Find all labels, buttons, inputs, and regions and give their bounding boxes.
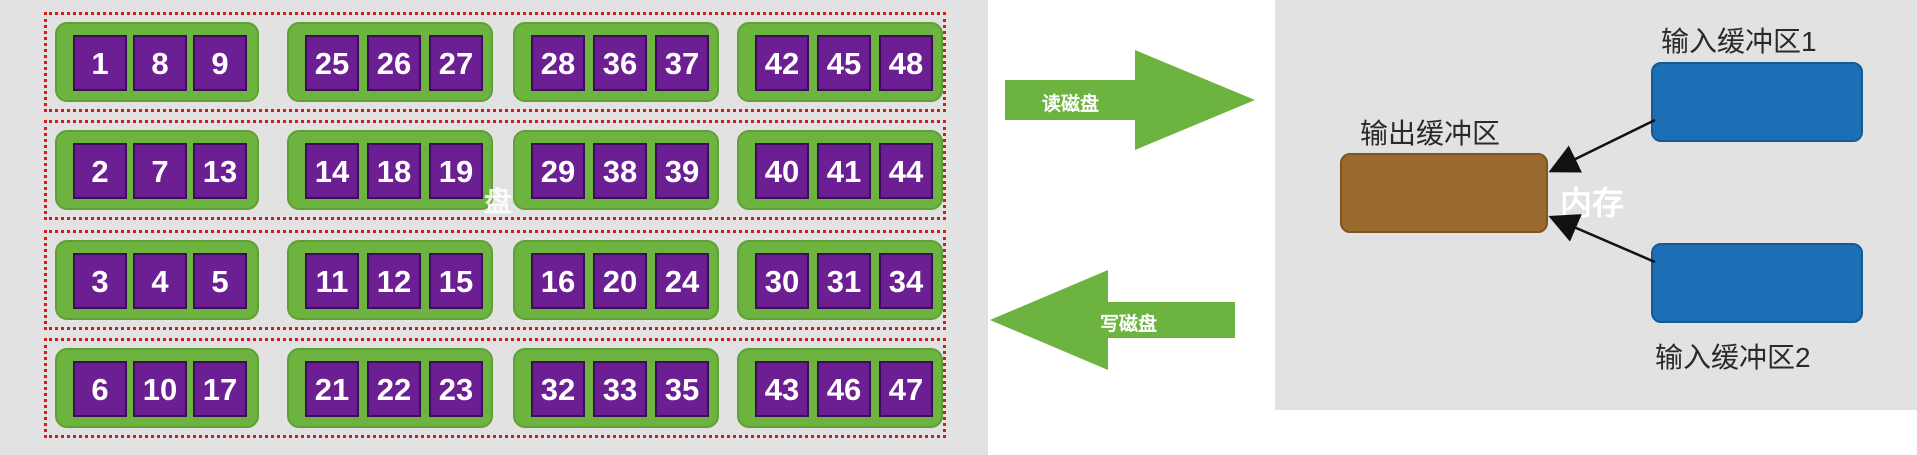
record-cell: 7 — [133, 143, 187, 199]
record-cell: 36 — [593, 35, 647, 91]
record-cell: 14 — [305, 143, 359, 199]
record-cell: 38 — [593, 143, 647, 199]
record-cell: 15 — [429, 253, 483, 309]
record-cell: 16 — [531, 253, 585, 309]
read-disk-label: 读磁盘 — [1042, 94, 1100, 115]
record-cell: 2 — [73, 143, 127, 199]
record-cell: 35 — [655, 361, 709, 417]
output-buffer — [1340, 153, 1548, 233]
record-cell: 48 — [879, 35, 933, 91]
input-buffer-1 — [1651, 62, 1863, 142]
record-cell: 27 — [429, 35, 483, 91]
input-2-to-output-arrow — [1548, 214, 1656, 264]
record-cell: 20 — [593, 253, 647, 309]
record-cell: 30 — [755, 253, 809, 309]
record-cell: 25 — [305, 35, 359, 91]
record-cell: 4 — [133, 253, 187, 309]
record-cell: 5 — [193, 253, 247, 309]
record-cell: 28 — [531, 35, 585, 91]
write-arrow-shape — [990, 270, 1235, 370]
record-cell: 23 — [429, 361, 483, 417]
record-cell: 11 — [305, 253, 359, 309]
buffer-connectors — [1548, 118, 1656, 264]
output-buffer-label: 输出缓冲区 — [1360, 118, 1501, 149]
record-cell: 42 — [755, 35, 809, 91]
record-cell: 31 — [817, 253, 871, 309]
record-cell: 45 — [817, 35, 871, 91]
record-cell: 41 — [817, 143, 871, 199]
write-disk-arrow — [990, 270, 1235, 370]
record-cell: 37 — [655, 35, 709, 91]
record-cell: 22 — [367, 361, 421, 417]
read-disk-arrow — [1005, 50, 1255, 150]
record-cell: 46 — [817, 361, 871, 417]
input-buffer-2-label: 输入缓冲区2 — [1655, 342, 1811, 373]
record-cell: 10 — [133, 361, 187, 417]
record-cell: 12 — [367, 253, 421, 309]
record-cell: 44 — [879, 143, 933, 199]
record-cell: 39 — [655, 143, 709, 199]
record-cell: 33 — [593, 361, 647, 417]
record-cell: 18 — [367, 143, 421, 199]
record-cell: 32 — [531, 361, 585, 417]
record-cell: 9 — [193, 35, 247, 91]
record-cell: 34 — [879, 253, 933, 309]
record-cell: 19 — [429, 143, 483, 199]
record-cell: 24 — [655, 253, 709, 309]
read-arrow-shape — [1005, 50, 1255, 150]
record-cell: 17 — [193, 361, 247, 417]
memory-panel: 输入缓冲区1 输出缓冲区 内存 输入缓冲区2 — [1275, 0, 1917, 410]
record-cell: 43 — [755, 361, 809, 417]
record-cell: 13 — [193, 143, 247, 199]
write-disk-label: 写磁盘 — [1100, 314, 1158, 335]
record-cell: 21 — [305, 361, 359, 417]
record-cell: 6 — [73, 361, 127, 417]
record-cell: 47 — [879, 361, 933, 417]
record-cell: 3 — [73, 253, 127, 309]
input-buffer-2 — [1651, 243, 1863, 323]
input-buffer-1-label: 输入缓冲区1 — [1661, 26, 1817, 57]
disk-label-fragment: 盘 — [484, 186, 513, 217]
record-cell: 1 — [73, 35, 127, 91]
record-cell: 8 — [133, 35, 187, 91]
record-cell: 26 — [367, 35, 421, 91]
record-cell: 40 — [755, 143, 809, 199]
record-cell: 29 — [531, 143, 585, 199]
input-1-to-output-arrow — [1548, 118, 1656, 173]
